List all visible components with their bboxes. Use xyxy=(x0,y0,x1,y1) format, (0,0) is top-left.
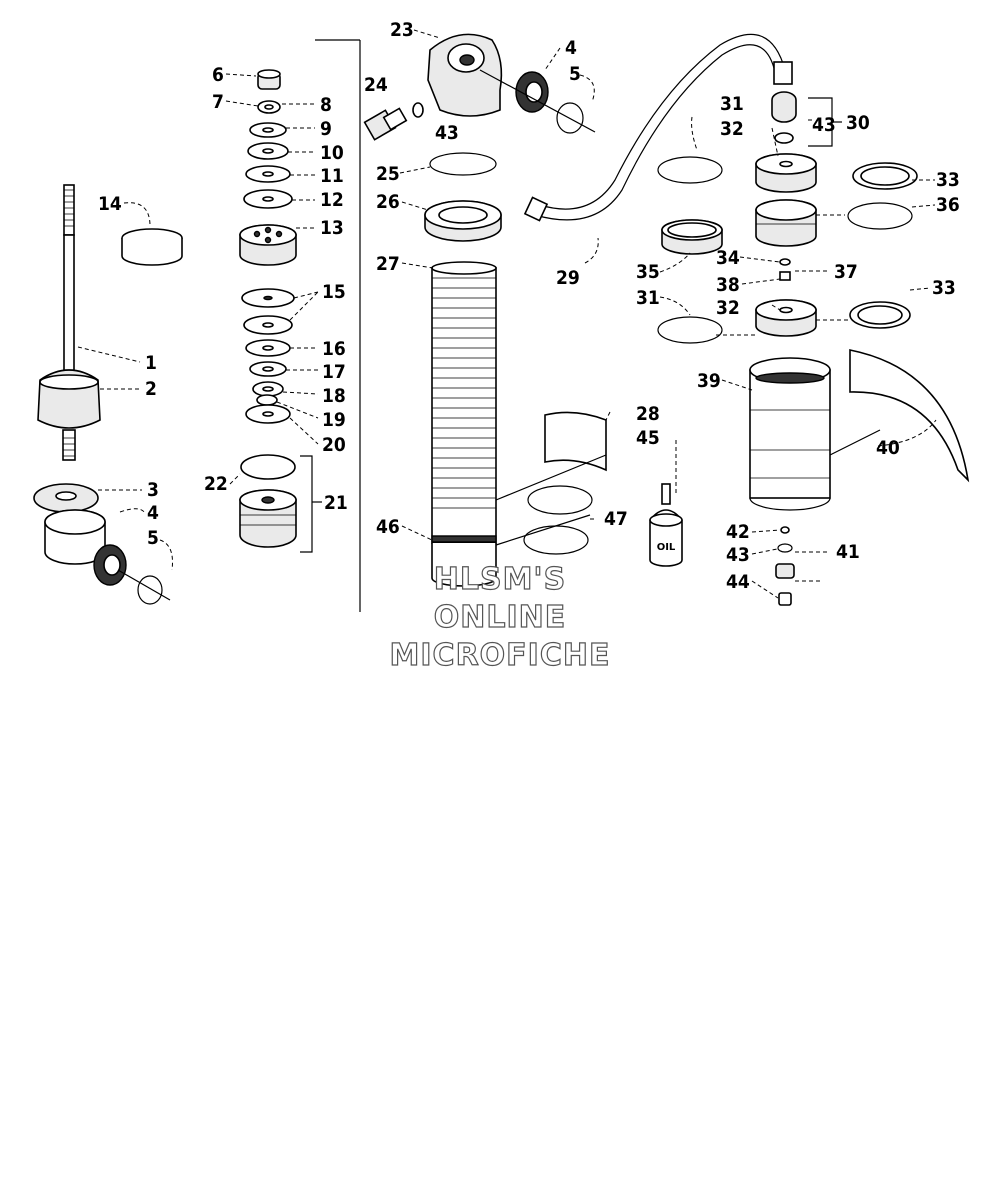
callout-35: 35 xyxy=(636,261,660,283)
callout-14: 14 xyxy=(98,193,122,215)
callout-43-valve: 43 xyxy=(812,114,836,136)
callout-26: 26 xyxy=(376,191,400,213)
callout-12: 12 xyxy=(320,189,344,211)
snap-ring-31-upper xyxy=(657,156,723,184)
callout-3: 3 xyxy=(147,479,159,501)
bearing-4-lower xyxy=(93,544,127,586)
callout-8: 8 xyxy=(320,94,332,116)
callout-38: 38 xyxy=(716,274,740,296)
callout-16: 16 xyxy=(322,338,346,360)
snap-ring-5-upper xyxy=(479,69,596,134)
callout-labels: 1 2 3 4 5 6 7 8 9 10 11 12 13 14 15 16 1… xyxy=(98,19,960,593)
eye-cup-3 xyxy=(33,483,99,513)
cap-26 xyxy=(424,200,502,242)
callout-7: 7 xyxy=(212,91,224,113)
callout-24: 24 xyxy=(364,74,388,96)
watermark-line-1: HLSM'S xyxy=(434,562,566,597)
small-parts-37-38 xyxy=(779,258,791,281)
hose-29 xyxy=(523,33,793,222)
callout-22: 22 xyxy=(204,473,228,495)
o-ring-25 xyxy=(429,152,497,176)
callout-25: 25 xyxy=(376,163,400,185)
callout-29: 29 xyxy=(556,267,580,289)
leader-lines xyxy=(77,29,937,599)
callout-19: 19 xyxy=(322,409,346,431)
callout-13: 13 xyxy=(320,217,344,239)
seal-head-21 xyxy=(239,454,297,548)
callout-15: 15 xyxy=(322,281,346,303)
ring-33-lower xyxy=(849,301,911,329)
callout-33-lower: 33 xyxy=(932,277,956,299)
callout-28: 28 xyxy=(636,403,660,425)
callout-40: 40 xyxy=(876,437,900,459)
callout-47: 47 xyxy=(604,508,628,530)
bumper xyxy=(37,369,101,461)
nut-6 xyxy=(257,69,281,90)
sleeve-28 xyxy=(495,411,607,501)
spacer-ring-14 xyxy=(121,228,183,266)
shim-stack-lower xyxy=(241,288,295,424)
callout-32-lower: 32 xyxy=(716,297,740,319)
piston-35 xyxy=(661,219,723,255)
callout-6: 6 xyxy=(212,64,224,86)
ring-33-upper xyxy=(852,162,918,190)
callout-5-lower: 5 xyxy=(147,527,159,549)
callout-39: 39 xyxy=(697,370,721,392)
callout-30: 30 xyxy=(846,112,870,134)
callout-37: 37 xyxy=(834,261,858,283)
snap-rings-47 xyxy=(495,485,593,555)
callout-43-upper: 43 xyxy=(435,122,459,144)
watermark-line-2: ONLINE xyxy=(434,600,567,635)
callout-4-upper: 4 xyxy=(565,37,577,59)
eyelet-23 xyxy=(427,33,503,117)
callout-31-lower: 31 xyxy=(636,287,660,309)
callout-18: 18 xyxy=(322,385,346,407)
callout-33-upper: 33 xyxy=(936,169,960,191)
callout-31-upper: 31 xyxy=(720,93,744,115)
snap-ring-31-lower xyxy=(657,316,723,344)
oil-bottle-45 xyxy=(649,440,683,567)
callout-17: 17 xyxy=(322,361,346,383)
callout-4-lower: 4 xyxy=(147,502,159,524)
callout-46: 46 xyxy=(376,516,400,538)
callout-32-upper: 32 xyxy=(720,118,744,140)
bracket-21 xyxy=(300,455,322,553)
callout-23: 23 xyxy=(390,19,414,41)
watermark: HLSM'S ONLINE MICROFICHE xyxy=(389,561,611,673)
floating-piston-34 xyxy=(755,199,817,247)
callout-34: 34 xyxy=(716,247,740,269)
reservoir-39 xyxy=(749,357,831,511)
callout-1: 1 xyxy=(145,352,157,374)
section-divider xyxy=(315,39,361,612)
piston-13 xyxy=(239,224,297,266)
oil-bottle-label: OIL xyxy=(657,542,676,553)
callout-2: 2 xyxy=(145,378,157,400)
guard-40 xyxy=(829,349,970,483)
ring-36 xyxy=(847,202,913,230)
callout-20: 20 xyxy=(322,434,346,456)
washer-stack xyxy=(243,100,293,209)
snap-ring-5-lower xyxy=(117,569,171,605)
callout-5-upper: 5 xyxy=(569,63,581,85)
callout-45: 45 xyxy=(636,427,660,449)
watermark-line-3: MICROFICHE xyxy=(390,638,611,673)
callout-41: 41 xyxy=(836,541,860,563)
shaft xyxy=(63,184,75,386)
callout-36: 36 xyxy=(936,194,960,216)
piston-32-lower xyxy=(755,299,817,337)
callout-9: 9 xyxy=(320,118,332,140)
callout-42: 42 xyxy=(726,521,750,543)
fitting-24 xyxy=(363,102,424,141)
callout-21: 21 xyxy=(324,492,348,514)
callout-10: 10 xyxy=(320,142,344,164)
callout-44: 44 xyxy=(726,571,750,593)
shock-body-27 xyxy=(431,261,497,587)
callout-43-lower: 43 xyxy=(726,544,750,566)
callout-27: 27 xyxy=(376,253,400,275)
callout-11: 11 xyxy=(320,165,344,187)
piston-32-upper xyxy=(755,153,817,193)
valve-assembly-41 xyxy=(775,526,795,606)
valve-assembly-30 xyxy=(771,91,842,147)
